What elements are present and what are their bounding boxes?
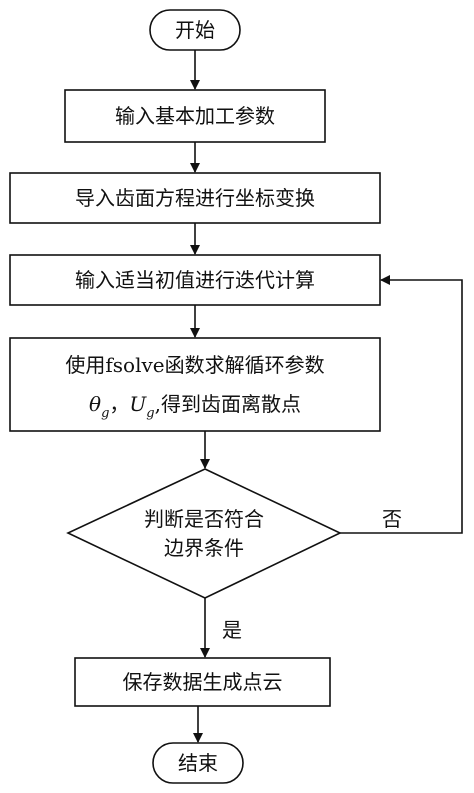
import-equation-box xyxy=(9,172,381,224)
save-label: 保存数据生成点云 xyxy=(122,670,283,694)
input-params-label: 输入基本加工参数 xyxy=(115,104,275,128)
end-terminator xyxy=(152,742,244,784)
no-label: 否 xyxy=(382,507,402,531)
yes-label: 是 xyxy=(222,618,242,642)
u-subscript: g xyxy=(146,406,155,421)
u-symbol: U xyxy=(129,392,147,416)
import-equation-label: 导入齿面方程进行坐标变换 xyxy=(75,186,315,210)
theta-symbol: θ xyxy=(89,392,102,416)
input-initial-box xyxy=(9,254,381,306)
theta-subscript: g xyxy=(101,406,110,421)
decision-label-line1: 判断是否符合 xyxy=(144,507,264,531)
save-box xyxy=(74,657,331,707)
decision-label-line2: 边界条件 xyxy=(164,536,244,560)
solve-label-line2: θg，Ug,得到齿面离散点 xyxy=(10,391,380,421)
end-label: 结束 xyxy=(178,751,218,775)
start-label: 开始 xyxy=(175,18,215,42)
input-params-box xyxy=(64,89,326,143)
comma-separator: ， xyxy=(109,392,130,416)
edge-decision-loop-back xyxy=(340,275,463,534)
solve-box xyxy=(9,337,381,432)
input-initial-label: 输入适当初值进行迭代计算 xyxy=(75,268,315,292)
solve-label-line1: 使用fsolve函数求解循环参数 xyxy=(65,353,325,377)
decision-diamond xyxy=(66,468,342,599)
solve-tail-text: ,得到齿面离散点 xyxy=(154,392,301,416)
